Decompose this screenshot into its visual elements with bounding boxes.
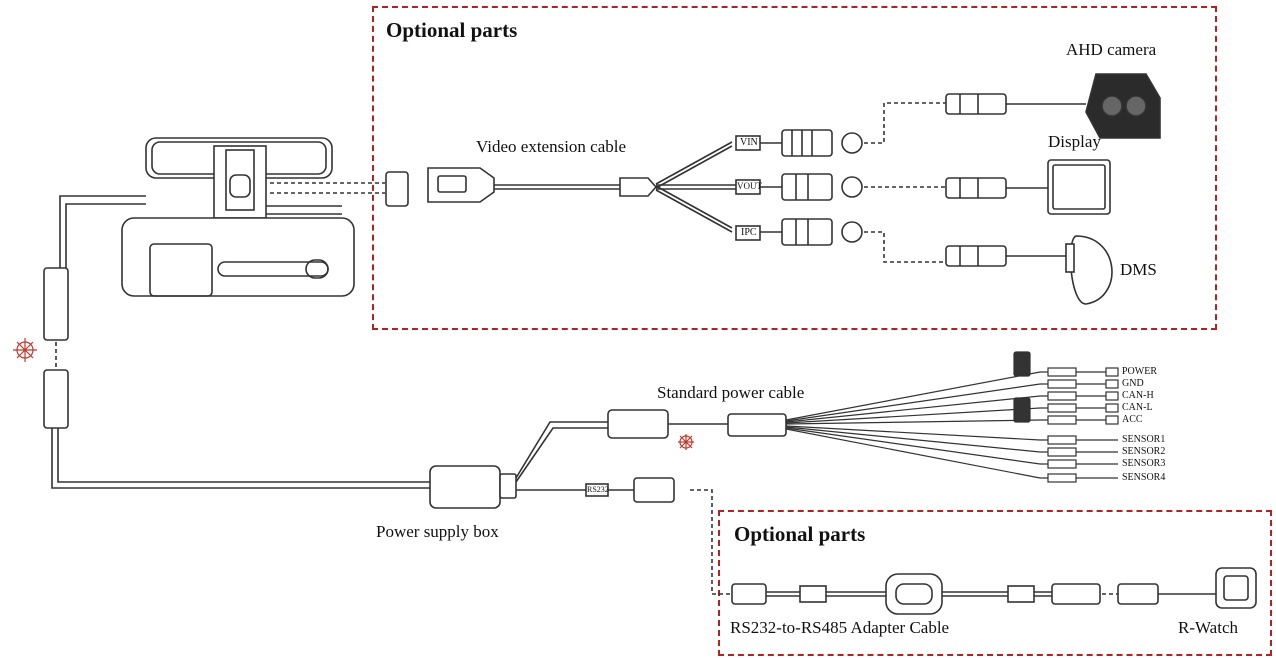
power-wire-label-can-h: CAN-H (1122, 390, 1154, 401)
ahd-camera (1085, 73, 1161, 139)
standard-power-cable-label: Standard power cable (657, 383, 805, 402)
dashcam-device (121, 137, 355, 297)
optional-parts-bottom-title: Optional parts (734, 522, 866, 546)
vin-tag: VIN (740, 137, 758, 148)
display-device (1047, 159, 1111, 215)
power-wire-label-gnd: GND (1122, 378, 1144, 389)
video-extension-cable-label: Video extension cable (476, 137, 627, 156)
power-wire-label-sensor4: SENSOR4 (1122, 472, 1166, 483)
power-supply-box-label: Power supply box (376, 522, 499, 541)
ipc-tag: IPC (741, 227, 757, 238)
optional-parts-top-box (372, 6, 1217, 330)
dms-device (1065, 235, 1113, 305)
rs485-adapter-cable (731, 573, 1216, 615)
r-watch-device (1215, 567, 1257, 609)
power-wire-label-sensor3: SENSOR3 (1122, 458, 1166, 469)
power-supply-box-shape (429, 465, 501, 509)
power-wire-label-can-l: CAN-L (1122, 402, 1153, 413)
rs232-tag: RS232 (587, 485, 609, 494)
power-wire-label-acc: ACC (1122, 414, 1143, 425)
power-wire-label-power: POWER (1122, 366, 1157, 377)
device-plugs (945, 93, 1086, 267)
r-watch-label: R-Watch (1178, 618, 1238, 637)
ahd-camera-label: AHD camera (1066, 40, 1157, 59)
optional-parts-bottom-box (718, 510, 1272, 656)
dms-label: DMS (1120, 260, 1157, 279)
warning-star-icon (13, 338, 694, 450)
display-label: Display (1048, 132, 1101, 151)
power-wire-label-sensor1: SENSOR1 (1122, 434, 1166, 445)
optional-parts-top-title: Optional parts (386, 18, 518, 42)
power-wire-label-sensor2: SENSOR2 (1122, 446, 1166, 457)
video-extension-cable (427, 141, 736, 233)
power-wire-fan (785, 351, 1119, 483)
video-connectors (735, 129, 863, 246)
rs485-adapter-label: RS232-to-RS485 Adapter Cable (730, 618, 950, 637)
vout-tag: VOUT (737, 181, 762, 191)
